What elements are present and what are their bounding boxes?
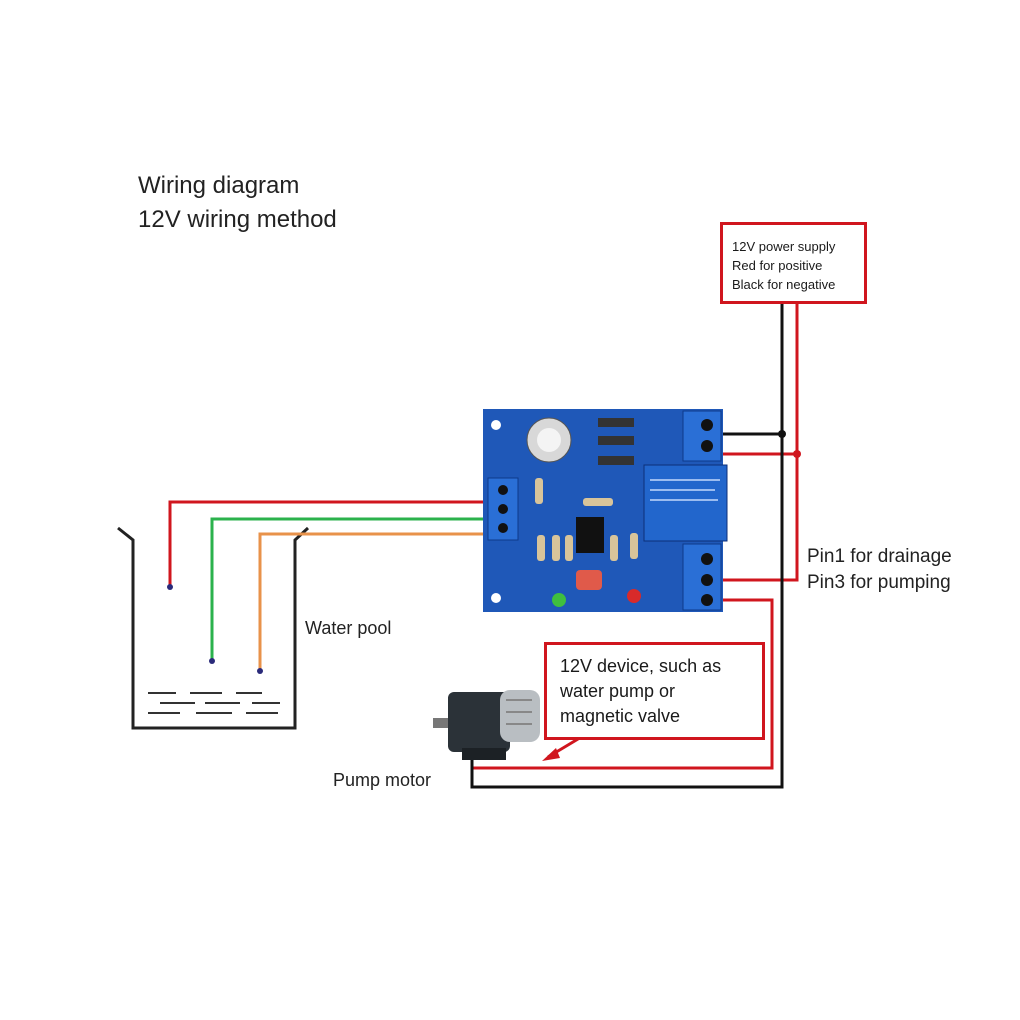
- power-supply-line2: Red for positive: [732, 258, 823, 273]
- device-box: 12V device, such as water pump or magnet…: [544, 642, 765, 740]
- power-supply-box: 12V power supply Red for positive Black …: [720, 222, 867, 304]
- power-supply-line3: Black for negative: [732, 277, 836, 292]
- power-wire-black: [722, 300, 784, 436]
- probe-wire-red: [168, 500, 485, 586]
- water-pool-beaker: [117, 526, 310, 730]
- diagram-title: Wiring diagram: [138, 172, 300, 199]
- pump-motor-label: Pump motor: [333, 770, 432, 790]
- water-pool-label: Water pool: [305, 618, 392, 638]
- device-line1: 12V device, such as: [560, 656, 722, 676]
- device-line3: magnetic valve: [560, 706, 681, 726]
- pin3-label: Pin3 for pumping: [807, 572, 951, 593]
- probe-tip-green: [209, 658, 215, 664]
- pump-motor: [433, 690, 540, 760]
- pin1-label: Pin1 for drainage: [807, 546, 952, 567]
- output-wire-red-pin: [722, 454, 799, 582]
- power-wire-red: [722, 300, 799, 456]
- device-line2: water pump or: [560, 681, 676, 701]
- control-board: [483, 409, 728, 612]
- probe-wire-green: [210, 517, 485, 660]
- pump-wire-black: [470, 434, 784, 789]
- probe-tip-orange: [257, 668, 263, 674]
- diagram-subtitle: 12V wiring method: [138, 206, 337, 233]
- water-surface: [148, 692, 280, 714]
- probe-wire-orange: [258, 532, 485, 670]
- probe-tip-red: [167, 584, 173, 590]
- power-supply-line1: 12V power supply: [732, 239, 836, 254]
